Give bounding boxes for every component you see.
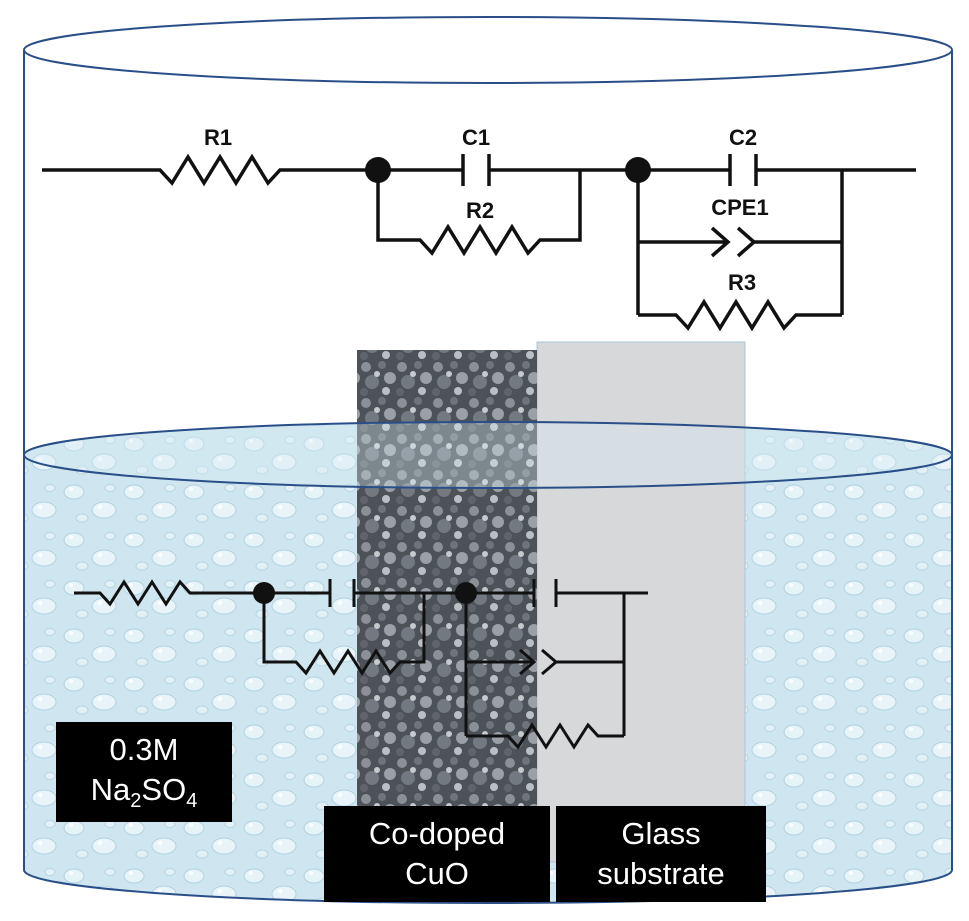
lower-node-2: [455, 582, 477, 604]
lower-cpe-chevron-left: [519, 648, 537, 676]
film-label: Co-doped CuO: [324, 806, 550, 902]
r1-resistor: [42, 153, 378, 187]
lower-r3-resistor: [466, 722, 624, 750]
cpe1-chevron-right: [736, 226, 757, 258]
c2-label: C2: [729, 125, 757, 150]
c1-label: C1: [462, 125, 490, 150]
upper-node-1: [365, 157, 391, 183]
lower-node-1: [253, 582, 275, 604]
film-label-line2: CuO: [405, 856, 469, 891]
r3-label: R3: [728, 270, 756, 295]
electrolyte-formula: Na2SO4: [90, 772, 198, 813]
beaker-top-rim: [23, 16, 953, 84]
electrolyte-concentration: 0.3M: [109, 732, 179, 767]
lower-equivalent-circuit: [74, 579, 648, 750]
substrate-label-line2: substrate: [597, 856, 725, 891]
r3-resistor: [638, 298, 842, 332]
r2-resistor: [376, 170, 582, 257]
beaker-bottom: [23, 869, 953, 904]
upper-node-2: [625, 157, 651, 183]
r1-label: R1: [204, 125, 232, 150]
lower-r2-resistor: [262, 593, 426, 676]
r2-label: R2: [466, 198, 494, 223]
cpe1-chevron-left: [710, 226, 731, 258]
substrate-label-line1: Glass: [621, 816, 701, 851]
electrolyte-surface: [23, 421, 953, 489]
upper-equivalent-circuit: [42, 153, 916, 332]
cpe1-label: CPE1: [711, 195, 768, 220]
film-label-line1: Co-doped: [368, 816, 506, 851]
lower-r1-resistor: [74, 579, 264, 607]
glass-substrate: [536, 341, 746, 863]
substrate-label: Glass substrate: [556, 806, 766, 902]
electrolyte-label: 0.3M Na2SO4: [56, 722, 232, 822]
co-doped-cuo-film: [357, 350, 537, 860]
